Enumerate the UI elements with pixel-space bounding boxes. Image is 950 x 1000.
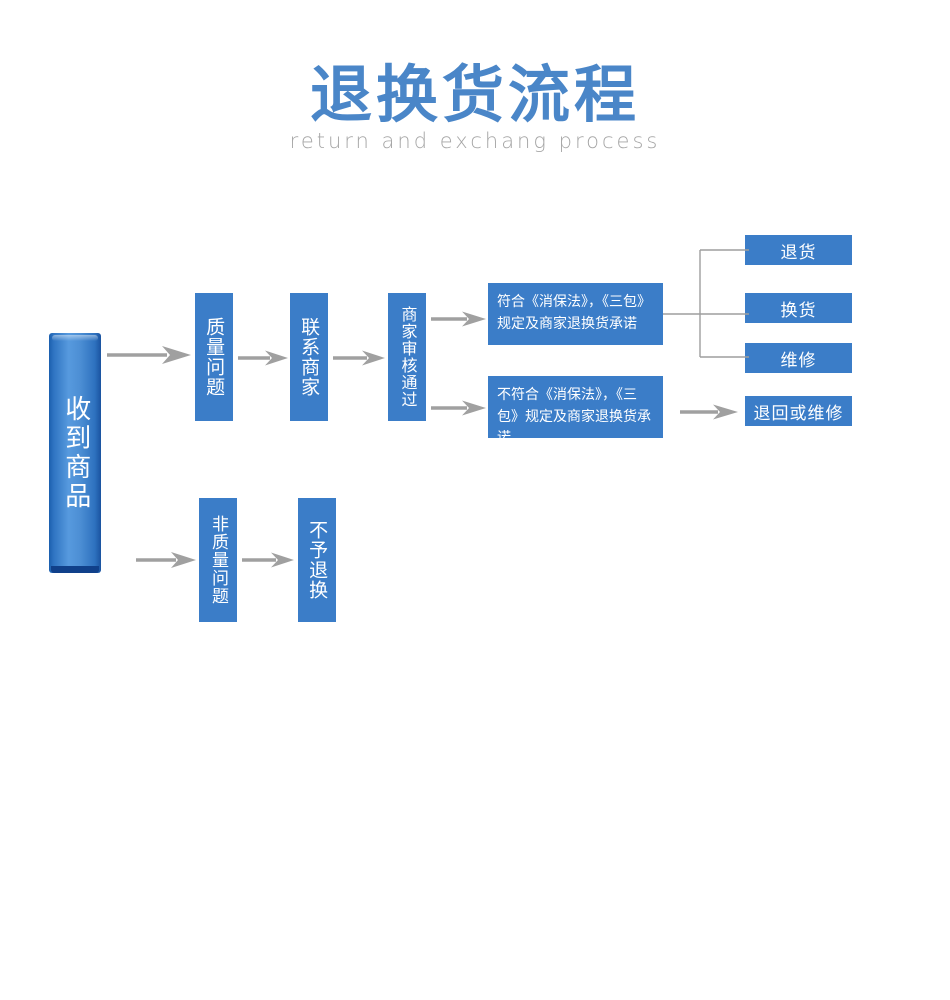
flow-node-no-return-exchange[interactable]: 不予退换 <box>298 498 336 622</box>
connector-conforms-to-outcomes <box>663 240 749 365</box>
flow-node-quality-issue[interactable]: 质量问题 <box>195 293 233 421</box>
page-header: 退换货流程 return and exchang process <box>0 62 950 153</box>
arrow-contact-merchant-to-merchant-review <box>333 346 385 368</box>
flow-node-start-label: 收到商品 <box>60 395 91 511</box>
flow-node-quality-issue-label: 质量问题 <box>203 317 226 397</box>
arrow-non-quality-issue-to-no-return-exchange <box>242 548 294 570</box>
flow-node-merchant-review-label: 商家审核通过 <box>398 306 418 408</box>
flow-node-contact-merchant[interactable]: 联系商家 <box>290 293 328 421</box>
flow-node-conforms-regulations-label: 符合《消保法》，《三包》规定及商家退换货承诺 <box>497 294 651 332</box>
flow-node-outcome-repair[interactable]: 维修 <box>745 343 852 373</box>
flow-node-outcome-return[interactable]: 退货 <box>745 235 852 265</box>
page-title: 退换货流程 <box>309 58 640 131</box>
flow-node-conforms-regulations[interactable]: 符合《消保法》，《三包》规定及商家退换货承诺 <box>488 283 663 345</box>
arrow-quality-issue-to-contact-merchant <box>238 346 288 368</box>
flow-node-outcome-return-label: 退货 <box>780 242 817 263</box>
flow-node-not-conforms-regulations[interactable]: 不符合《消保法》，《三包》规定及商家退换货承诺 <box>488 376 663 446</box>
arrow-merchant-review-to-not-conforms <box>431 396 486 418</box>
flow-node-outcome-exchange[interactable]: 换货 <box>745 293 852 323</box>
arrow-start-to-quality-issue <box>107 343 191 365</box>
flow-node-no-return-exchange-label: 不予退换 <box>306 520 329 600</box>
flow-node-outcome-send-back-or-repair-label: 退回或维修 <box>753 403 844 424</box>
flow-node-merchant-review[interactable]: 商家审核通过 <box>388 293 426 421</box>
flow-node-contact-merchant-label: 联系商家 <box>298 317 321 397</box>
flow-node-outcome-repair-label: 维修 <box>780 350 817 371</box>
arrow-start-to-non-quality-issue <box>136 548 196 570</box>
page-subtitle: return and exchang process <box>289 129 661 154</box>
flow-node-non-quality-issue-label: 非质量问题 <box>208 515 228 605</box>
flow-node-start[interactable]: 收到商品 <box>49 333 101 573</box>
flow-node-non-quality-issue[interactable]: 非质量问题 <box>199 498 237 622</box>
arrow-merchant-review-to-conforms <box>431 307 486 329</box>
arrow-not-conforms-to-send-back-or-repair <box>680 400 738 422</box>
flow-node-outcome-send-back-or-repair[interactable]: 退回或维修 <box>745 396 852 426</box>
flow-node-not-conforms-regulations-label: 不符合《消保法》，《三包》规定及商家退换货承诺 <box>497 387 651 447</box>
flow-node-outcome-exchange-label: 换货 <box>780 300 817 321</box>
